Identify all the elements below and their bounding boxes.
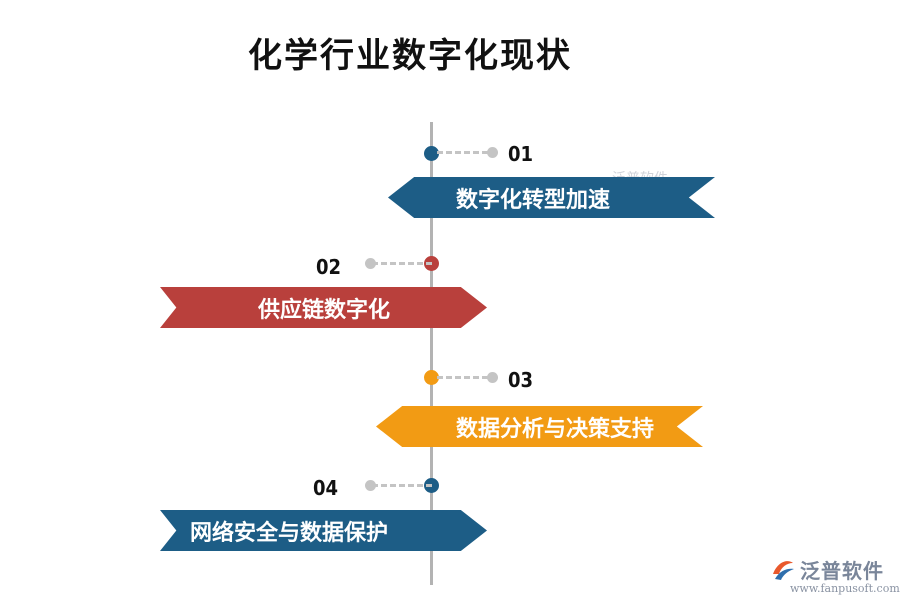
item-number-03: 03 — [508, 368, 534, 392]
item-number-01: 01 — [508, 142, 534, 166]
banner-label-02: 供应链数字化 — [258, 297, 391, 323]
banner-label-01: 数字化转型加速 — [456, 187, 611, 213]
item-number-02: 02 — [316, 255, 342, 279]
connector-end-01 — [487, 147, 498, 158]
item-number-04: 04 — [313, 476, 339, 500]
banner-03: 数据分析与决策支持 — [376, 406, 703, 447]
banner-02: 供应链数字化 — [160, 287, 487, 328]
timeline-axis — [430, 122, 433, 585]
timeline-node-03 — [424, 370, 439, 385]
logo-url: www.fanpusoft.com — [790, 582, 900, 595]
connector-04 — [372, 484, 432, 487]
fanpu-logo-icon — [773, 560, 794, 580]
connector-end-04 — [365, 480, 376, 491]
brand-logo: 泛普软件 — [770, 555, 884, 584]
timeline-node-01 — [424, 146, 439, 161]
connector-01 — [437, 151, 497, 154]
connector-02 — [372, 262, 432, 265]
diagram-title: 化学行业数字化现状 — [248, 36, 572, 76]
banner-label-03: 数据分析与决策支持 — [456, 416, 655, 442]
banner-01: 数字化转型加速 — [388, 177, 715, 218]
connector-end-03 — [487, 372, 498, 383]
connector-03 — [437, 376, 497, 379]
connector-end-02 — [365, 258, 376, 269]
logo-name: 泛普软件 — [800, 559, 884, 583]
banner-04: 网络安全与数据保护 — [160, 510, 487, 551]
banner-label-04: 网络安全与数据保护 — [190, 520, 389, 546]
